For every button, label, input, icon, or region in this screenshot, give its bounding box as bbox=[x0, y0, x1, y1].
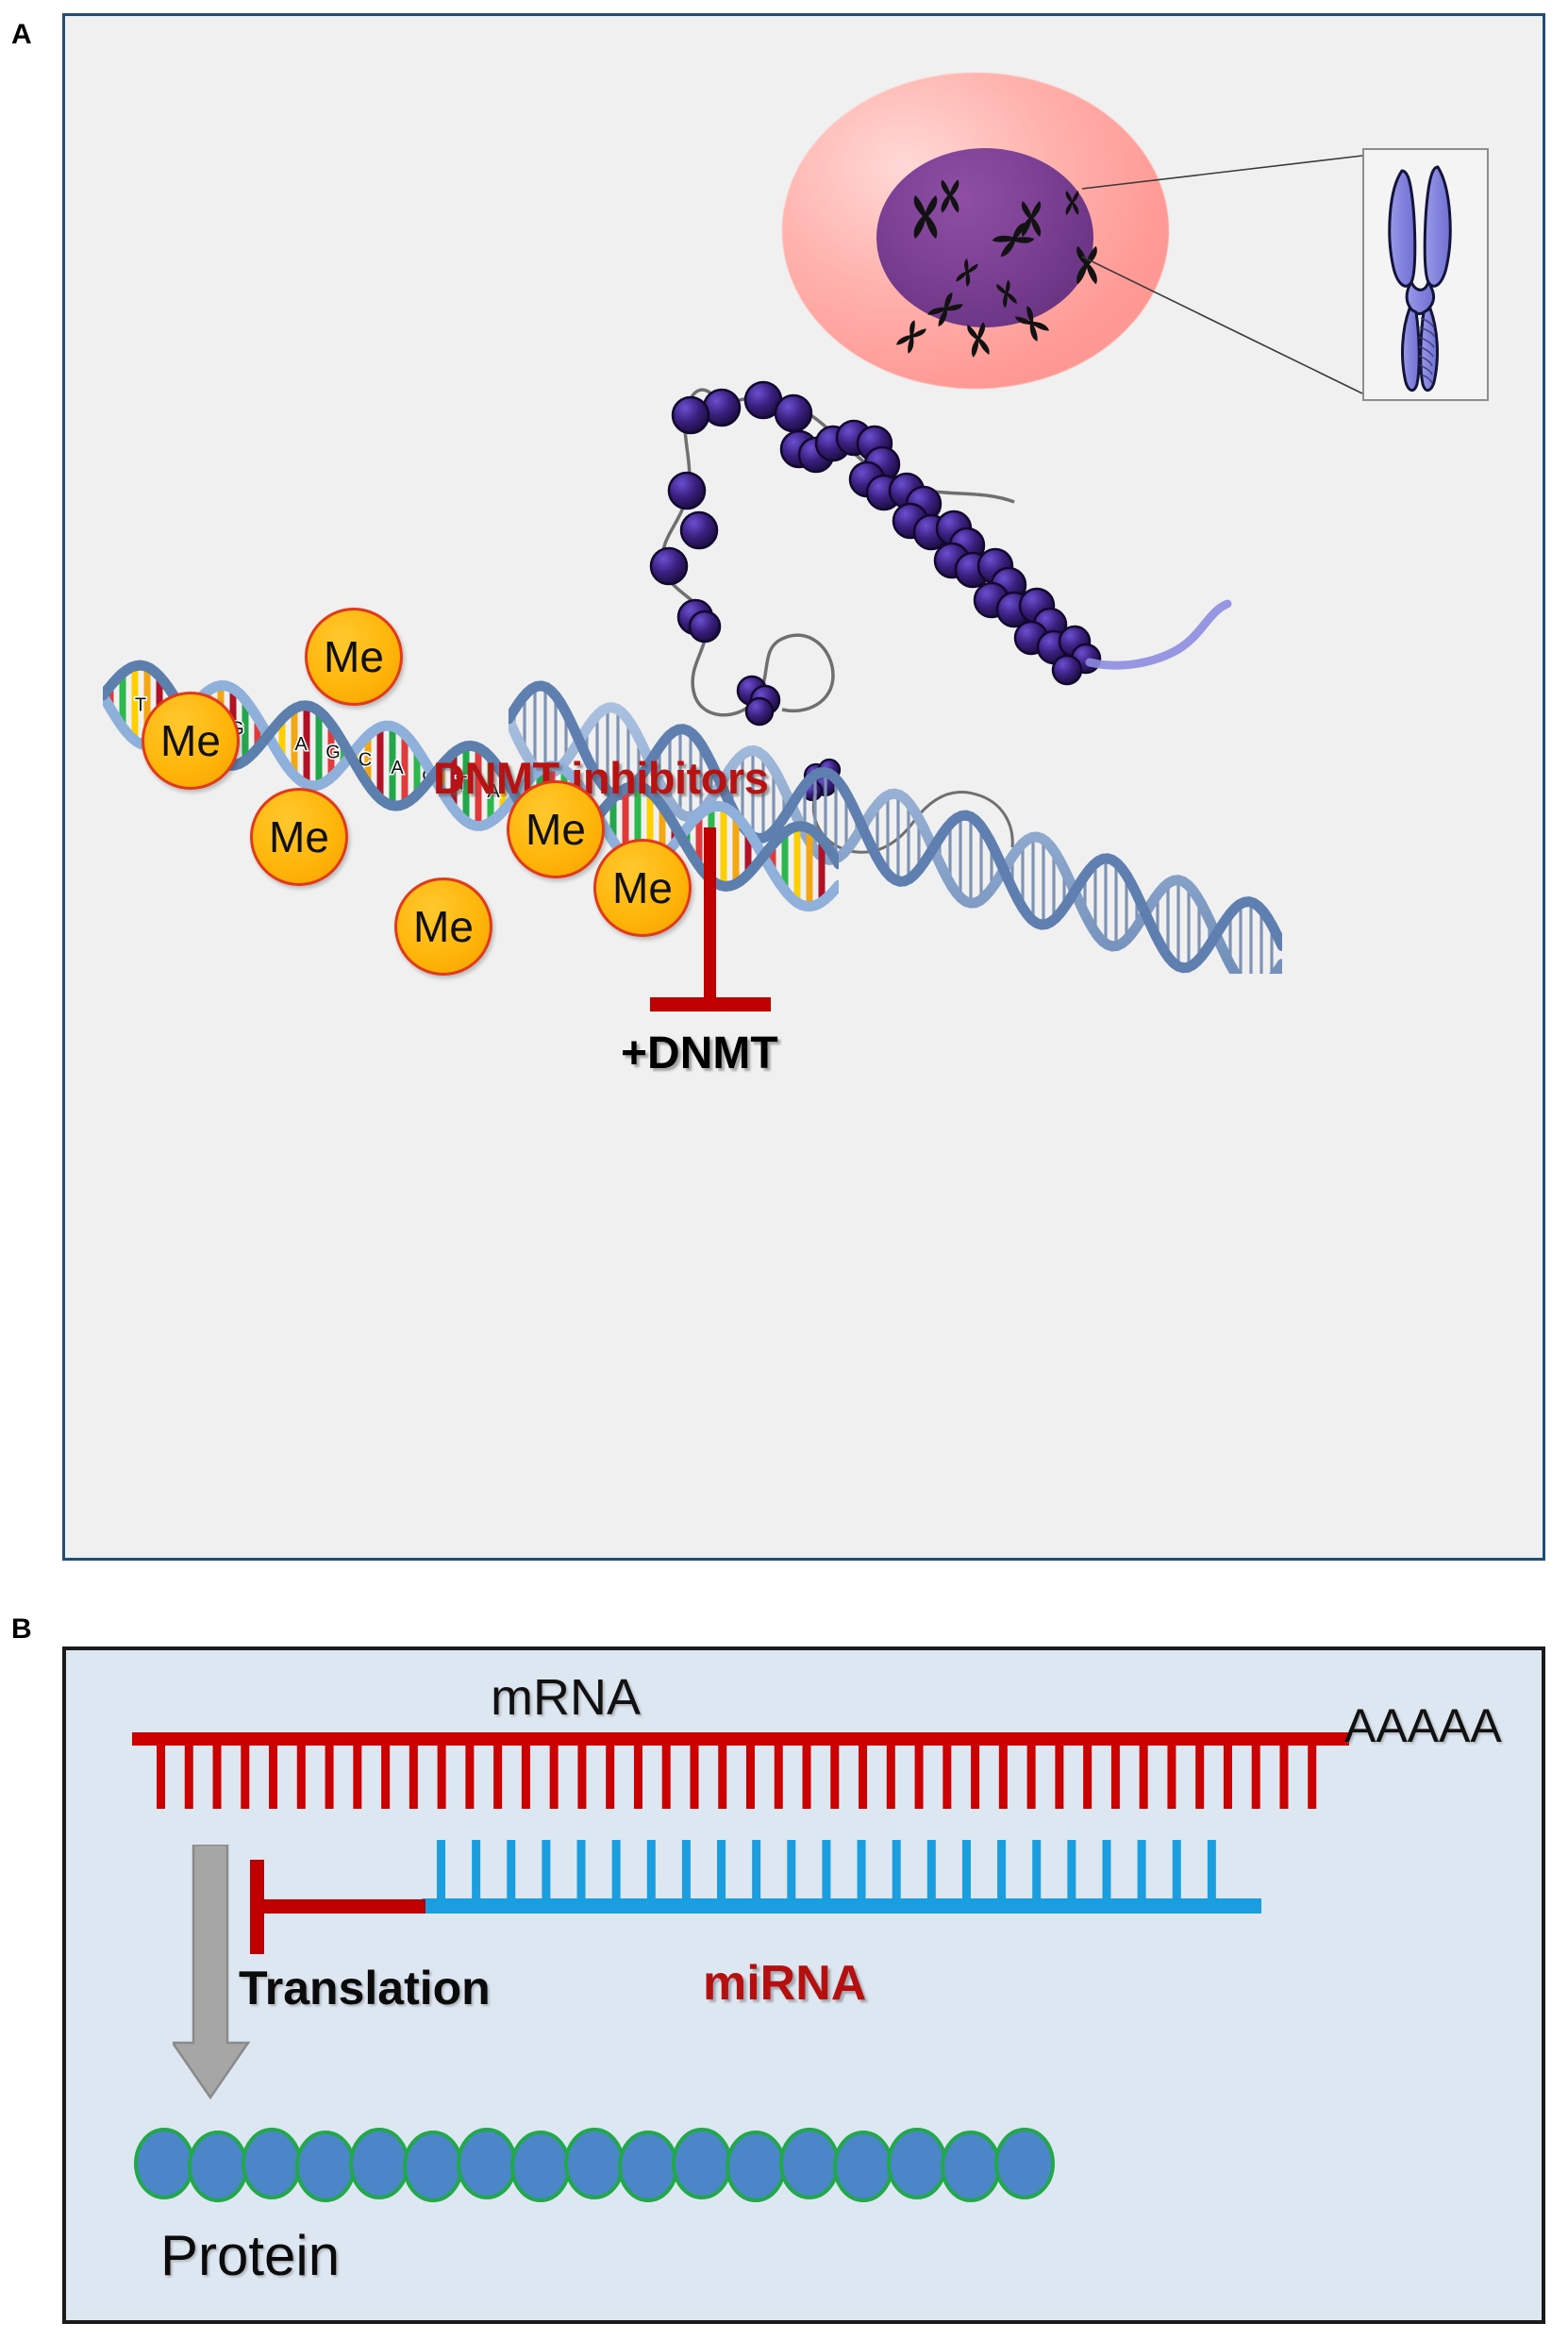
protein-bead bbox=[833, 2131, 893, 2202]
protein-bead bbox=[403, 2131, 463, 2202]
chromatin-fiber bbox=[631, 351, 1537, 936]
panel-a: TACGTAGCAGTACG DNMT inhibitors +DNMT MeM… bbox=[62, 13, 1545, 1561]
svg-text:A: A bbox=[487, 781, 500, 802]
chromosome-icon bbox=[1009, 301, 1054, 347]
chromosome-icon bbox=[952, 254, 982, 291]
cell-nucleus bbox=[876, 148, 1093, 327]
protein-bead bbox=[188, 2131, 248, 2202]
protein-bead bbox=[510, 2131, 571, 2202]
chromosome-icon bbox=[938, 176, 962, 216]
mirna-label: miRNA bbox=[703, 1956, 867, 2011]
protein-chain bbox=[132, 2116, 1076, 2215]
chromosome-icon bbox=[989, 217, 1039, 261]
dna-double-helix-plain bbox=[503, 577, 1288, 995]
methylation-mark: Me bbox=[507, 780, 605, 878]
chromosome-icon bbox=[963, 318, 994, 361]
mrna-strand bbox=[132, 1732, 1349, 1860]
protein-bead bbox=[672, 2128, 732, 2199]
protein-bead bbox=[564, 2128, 625, 2199]
protein-bead bbox=[726, 2131, 786, 2202]
svg-text:T: T bbox=[456, 774, 467, 794]
protein-bead bbox=[994, 2128, 1055, 2199]
methylation-mark: Me bbox=[394, 878, 492, 976]
methylation-mark: Me bbox=[593, 839, 692, 937]
chromosome-icon bbox=[909, 193, 942, 241]
mirna-strand bbox=[422, 1840, 1261, 1948]
methylation-mark: Me bbox=[305, 608, 403, 706]
protein-bead bbox=[242, 2128, 302, 2199]
inhibition-stem bbox=[704, 827, 716, 997]
chromosome-icon bbox=[993, 276, 1021, 312]
mrna-label: mRNA bbox=[491, 1669, 641, 1726]
protein-bead bbox=[779, 2128, 840, 2199]
inhibition-cap bbox=[650, 997, 771, 1011]
chromosome-inset-box bbox=[1362, 148, 1489, 401]
translation-inhibition-icon bbox=[250, 1852, 429, 1970]
chromosome-icon bbox=[1063, 188, 1081, 218]
protein-bead bbox=[887, 2128, 947, 2199]
protein-bead bbox=[134, 2128, 194, 2199]
translation-arrow-icon bbox=[170, 1843, 258, 2114]
magnified-chromosome-icon bbox=[1388, 165, 1452, 392]
methylation-mark: Me bbox=[250, 788, 348, 886]
translation-label: Translation bbox=[239, 1962, 491, 2014]
methylation-mark: Me bbox=[142, 692, 240, 790]
chromosome-icon bbox=[1018, 198, 1044, 240]
panel-a-letter: A bbox=[11, 19, 32, 50]
plus-dnmt-label: +DNMT bbox=[621, 1028, 778, 1078]
protein-bead bbox=[941, 2131, 1001, 2202]
protein-bead bbox=[295, 2131, 356, 2202]
protein-label: Protein bbox=[160, 2224, 341, 2287]
svg-text:A: A bbox=[391, 758, 404, 778]
chromosome-icon bbox=[892, 315, 932, 359]
protein-bead bbox=[618, 2131, 678, 2202]
svg-text:G: G bbox=[325, 742, 341, 762]
panel-b-letter: B bbox=[11, 1613, 32, 1645]
protein-bead bbox=[457, 2128, 517, 2199]
svg-text:A: A bbox=[294, 734, 308, 755]
chromosome-icon bbox=[1073, 242, 1101, 288]
protein-bead bbox=[349, 2128, 409, 2199]
svg-text:T: T bbox=[135, 695, 146, 716]
poly-a-tail-label: AAAAA bbox=[1344, 1699, 1502, 1752]
dnmt-inhibitors-label: DNMT inhibitors bbox=[433, 753, 769, 803]
chromosome-icon bbox=[923, 287, 969, 331]
